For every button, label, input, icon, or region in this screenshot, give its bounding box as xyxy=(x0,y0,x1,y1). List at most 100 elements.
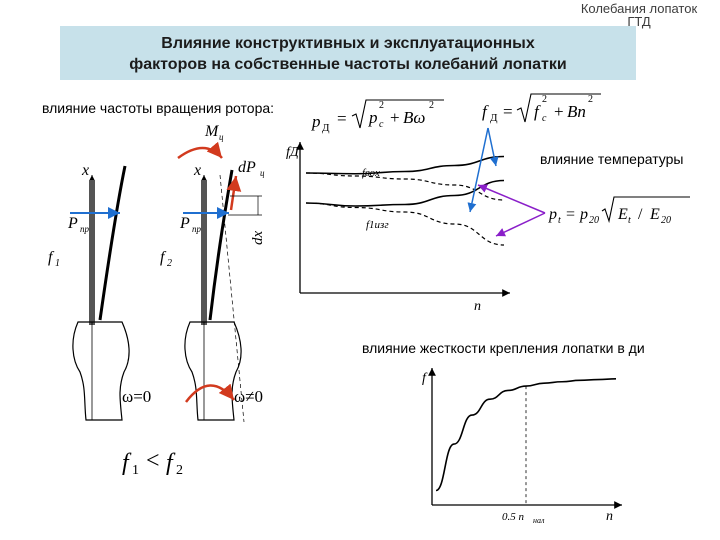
root-left xyxy=(72,321,130,421)
temperature-label: влияние температуры xyxy=(540,151,684,167)
blade-left-stem xyxy=(89,180,95,325)
corner-line-1: Колебания лопаток xyxy=(580,1,698,16)
axis-x-left: x xyxy=(81,162,89,179)
stiffness-label: влияние жесткости крепления лопатки в ди xyxy=(362,340,645,356)
temp-p: p xyxy=(548,206,557,223)
omega-ne0: ω≠0 xyxy=(234,387,263,406)
title-box xyxy=(60,26,636,80)
formula-sq-1: 2 xyxy=(379,100,384,111)
formula-eq-2: = xyxy=(503,102,513,121)
p-right: P xyxy=(179,215,190,232)
moment-arrow-bottom xyxy=(185,383,235,403)
blade-right-stem xyxy=(201,180,207,325)
course-corner-title: Колебания лопаток ГТД xyxy=(564,2,714,28)
chart2-series xyxy=(435,378,617,505)
rotation-formula-f: f Д = f 2 c + Bn 2 xyxy=(482,93,601,124)
axis-x-right: x xyxy=(193,162,201,179)
rotation-formula-p: p Д = p 2 c + Bω 2 xyxy=(311,99,444,134)
dp-sub: ц xyxy=(260,168,265,178)
formula-bn: Bn xyxy=(567,102,586,121)
dp-label: dP xyxy=(238,159,256,176)
f2-sub: 2 xyxy=(167,258,172,269)
rotation-label: влияние частоты вращения ротора: xyxy=(42,100,275,116)
temp-sub-t: t xyxy=(558,215,561,226)
blade-left-deflected xyxy=(98,165,127,321)
temperature-arrow-2 xyxy=(495,212,546,237)
formula-sub-c-1: c xyxy=(379,119,384,130)
temp-sub-t2: t xyxy=(628,215,631,226)
series-fvox-label: fвох xyxy=(362,167,380,179)
bottom-sub2: 2 xyxy=(176,463,183,478)
p-left: P xyxy=(67,215,78,232)
bottom-lt: < xyxy=(146,448,160,474)
f1-sub: 1 xyxy=(55,258,60,269)
formula-sq-2: 2 xyxy=(429,100,434,111)
formula-p-inner: p xyxy=(368,108,378,127)
chart1-series-line-3 xyxy=(305,202,505,246)
moment-m: M xyxy=(204,123,220,140)
slide-title: Влияние конструктивных и эксплуатационны… xyxy=(60,33,636,75)
root-right xyxy=(184,321,242,421)
blade-right-deflected xyxy=(208,169,234,321)
formula-b-omega: Bω xyxy=(403,108,425,127)
formula-pd-p: p xyxy=(311,112,321,131)
chart1-xlabel: n xyxy=(474,299,481,314)
temperature-formula: p t = p 20 E t / E 20 xyxy=(548,196,690,226)
sqrt-sign-1 xyxy=(351,99,444,129)
chart2-tick-label: 0.5 n xyxy=(502,511,525,523)
p-right-sub: пр xyxy=(192,224,202,234)
rotation-arrow-2 xyxy=(487,127,499,167)
chart1-ylabel: fД xyxy=(286,145,300,160)
chart1-series-line-1 xyxy=(305,172,505,201)
chart1-series-line-2 xyxy=(305,179,505,207)
corner-line-2: ГТД xyxy=(627,14,651,29)
temp-e: E xyxy=(617,206,628,223)
chart1: fД n fвох f1изг xyxy=(286,127,546,314)
temp-sub-20: 20 xyxy=(589,215,599,226)
chart2: f n 0.5 n нал xyxy=(422,368,622,525)
series-f1izg-label: f1изг xyxy=(366,219,389,231)
temp-eq: = xyxy=(566,206,575,223)
formula-sq-4: 2 xyxy=(588,94,593,105)
dx-label: dx xyxy=(250,231,266,246)
formula-fd-sub: Д xyxy=(490,112,498,124)
dp-arrow xyxy=(226,175,242,211)
f1-lt-f2: f 1 < f 2 xyxy=(122,448,183,478)
chart1-series-line-0 xyxy=(305,155,505,175)
formula-sub-c-2: c xyxy=(542,113,547,124)
title-line-1: Влияние конструктивных и эксплуатационны… xyxy=(161,35,535,52)
omega0: ω=0 xyxy=(122,387,151,406)
rotation-arrow-1 xyxy=(467,127,489,213)
bottom-f1: f xyxy=(122,450,132,476)
bottom-f2: f xyxy=(166,450,176,476)
formula-fd-f: f xyxy=(482,102,489,121)
temp-sub-20b: 20 xyxy=(661,215,671,226)
chart2-tick-sub: нал xyxy=(533,516,545,525)
bottom-sub1: 1 xyxy=(132,463,139,478)
temp-slash: / xyxy=(638,206,643,223)
chart2-xlabel: n xyxy=(606,509,613,524)
f2-label: f xyxy=(160,249,167,266)
title-line-2: факторов на собственные частоты колебани… xyxy=(129,56,567,73)
moment-sub: ц xyxy=(219,132,224,142)
rotation-axis-dashed xyxy=(219,174,245,423)
f1-label: f xyxy=(48,249,55,266)
formula-f-inner: f xyxy=(534,102,541,121)
temperature-arrow-1 xyxy=(477,184,546,214)
blade-left: x P пр f 1 ω=0 xyxy=(48,162,151,421)
chart1-series xyxy=(305,155,505,246)
blade-right: x M ц dP ц dx P пр f 2 ω≠0 xyxy=(160,123,266,423)
temp-e20: E xyxy=(649,206,660,223)
moment-arrow-top xyxy=(177,141,223,160)
formula-sq-3: 2 xyxy=(542,94,547,105)
sqrt-sign-2 xyxy=(516,93,601,123)
formula-plus-2: + xyxy=(554,102,564,121)
formula-pd-sub: Д xyxy=(322,122,330,134)
formula-plus-1: + xyxy=(390,108,400,127)
sqrt-sign-3 xyxy=(601,196,690,224)
temp-p20: p xyxy=(579,206,588,223)
p-left-sub: пр xyxy=(80,224,90,234)
chart2-ylabel: f xyxy=(422,371,428,386)
formula-eq: = xyxy=(337,109,347,128)
